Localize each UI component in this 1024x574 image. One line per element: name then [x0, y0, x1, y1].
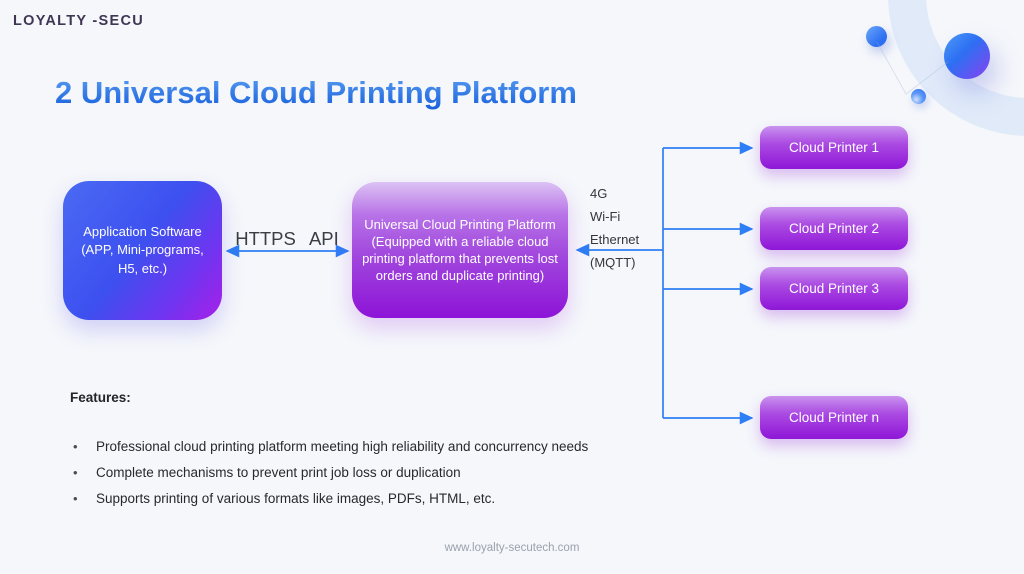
connection-label-mqtt: (MQTT) [590, 255, 636, 270]
decor-sphere-large [944, 33, 990, 79]
cloud-printer-n-box: Cloud Printer n [760, 396, 908, 439]
feature-item-3: Supports printing of various formats lik… [70, 492, 588, 507]
brand-logo: LOYALTY -SECU [13, 13, 145, 29]
https-api-label: HTTPS API [235, 228, 339, 249]
application-software-label: Application Software (APP, Mini-programs… [81, 224, 204, 276]
connection-protocol-labels: 4G Wi-Fi Ethernet (MQTT) [590, 187, 639, 279]
decor-sphere-small [911, 89, 926, 104]
connection-label-ethernet: Ethernet [590, 232, 640, 247]
features-list: Professional cloud printing platform mee… [70, 440, 588, 518]
cloud-printer-n-label: Cloud Printer n [788, 410, 880, 425]
platform-box-subtitle: (Equipped with a reliable cloud printing… [362, 233, 558, 284]
cloud-printer-1-label: Cloud Printer 1 [788, 140, 880, 155]
cloud-printer-2-label: Cloud Printer 2 [788, 221, 880, 236]
footer-url: www.loyalty-secutech.com [444, 542, 580, 554]
decor-sphere-medium [866, 26, 887, 47]
platform-box-title: Universal Cloud Printing Platform [364, 216, 556, 232]
cloud-printer-1-box: Cloud Printer 1 [760, 126, 908, 169]
feature-item-1: Professional cloud printing platform mee… [70, 440, 588, 455]
connection-label-wifi: Wi-Fi [590, 209, 621, 224]
cloud-printer-3-box: Cloud Printer 3 [760, 267, 908, 310]
connection-label-4g: 4G [590, 186, 608, 201]
feature-item-2: Complete mechanisms to prevent print job… [70, 466, 588, 481]
page-title: 2 Universal Cloud Printing Platform [55, 75, 577, 110]
cloud-printing-platform-box: Universal Cloud Printing Platform (Equip… [352, 182, 568, 318]
application-software-box: Application Software (APP, Mini-programs… [63, 181, 222, 320]
cloud-printer-3-label: Cloud Printer 3 [788, 281, 880, 296]
features-heading: Features: [70, 390, 131, 405]
cloud-printer-2-box: Cloud Printer 2 [760, 207, 908, 250]
